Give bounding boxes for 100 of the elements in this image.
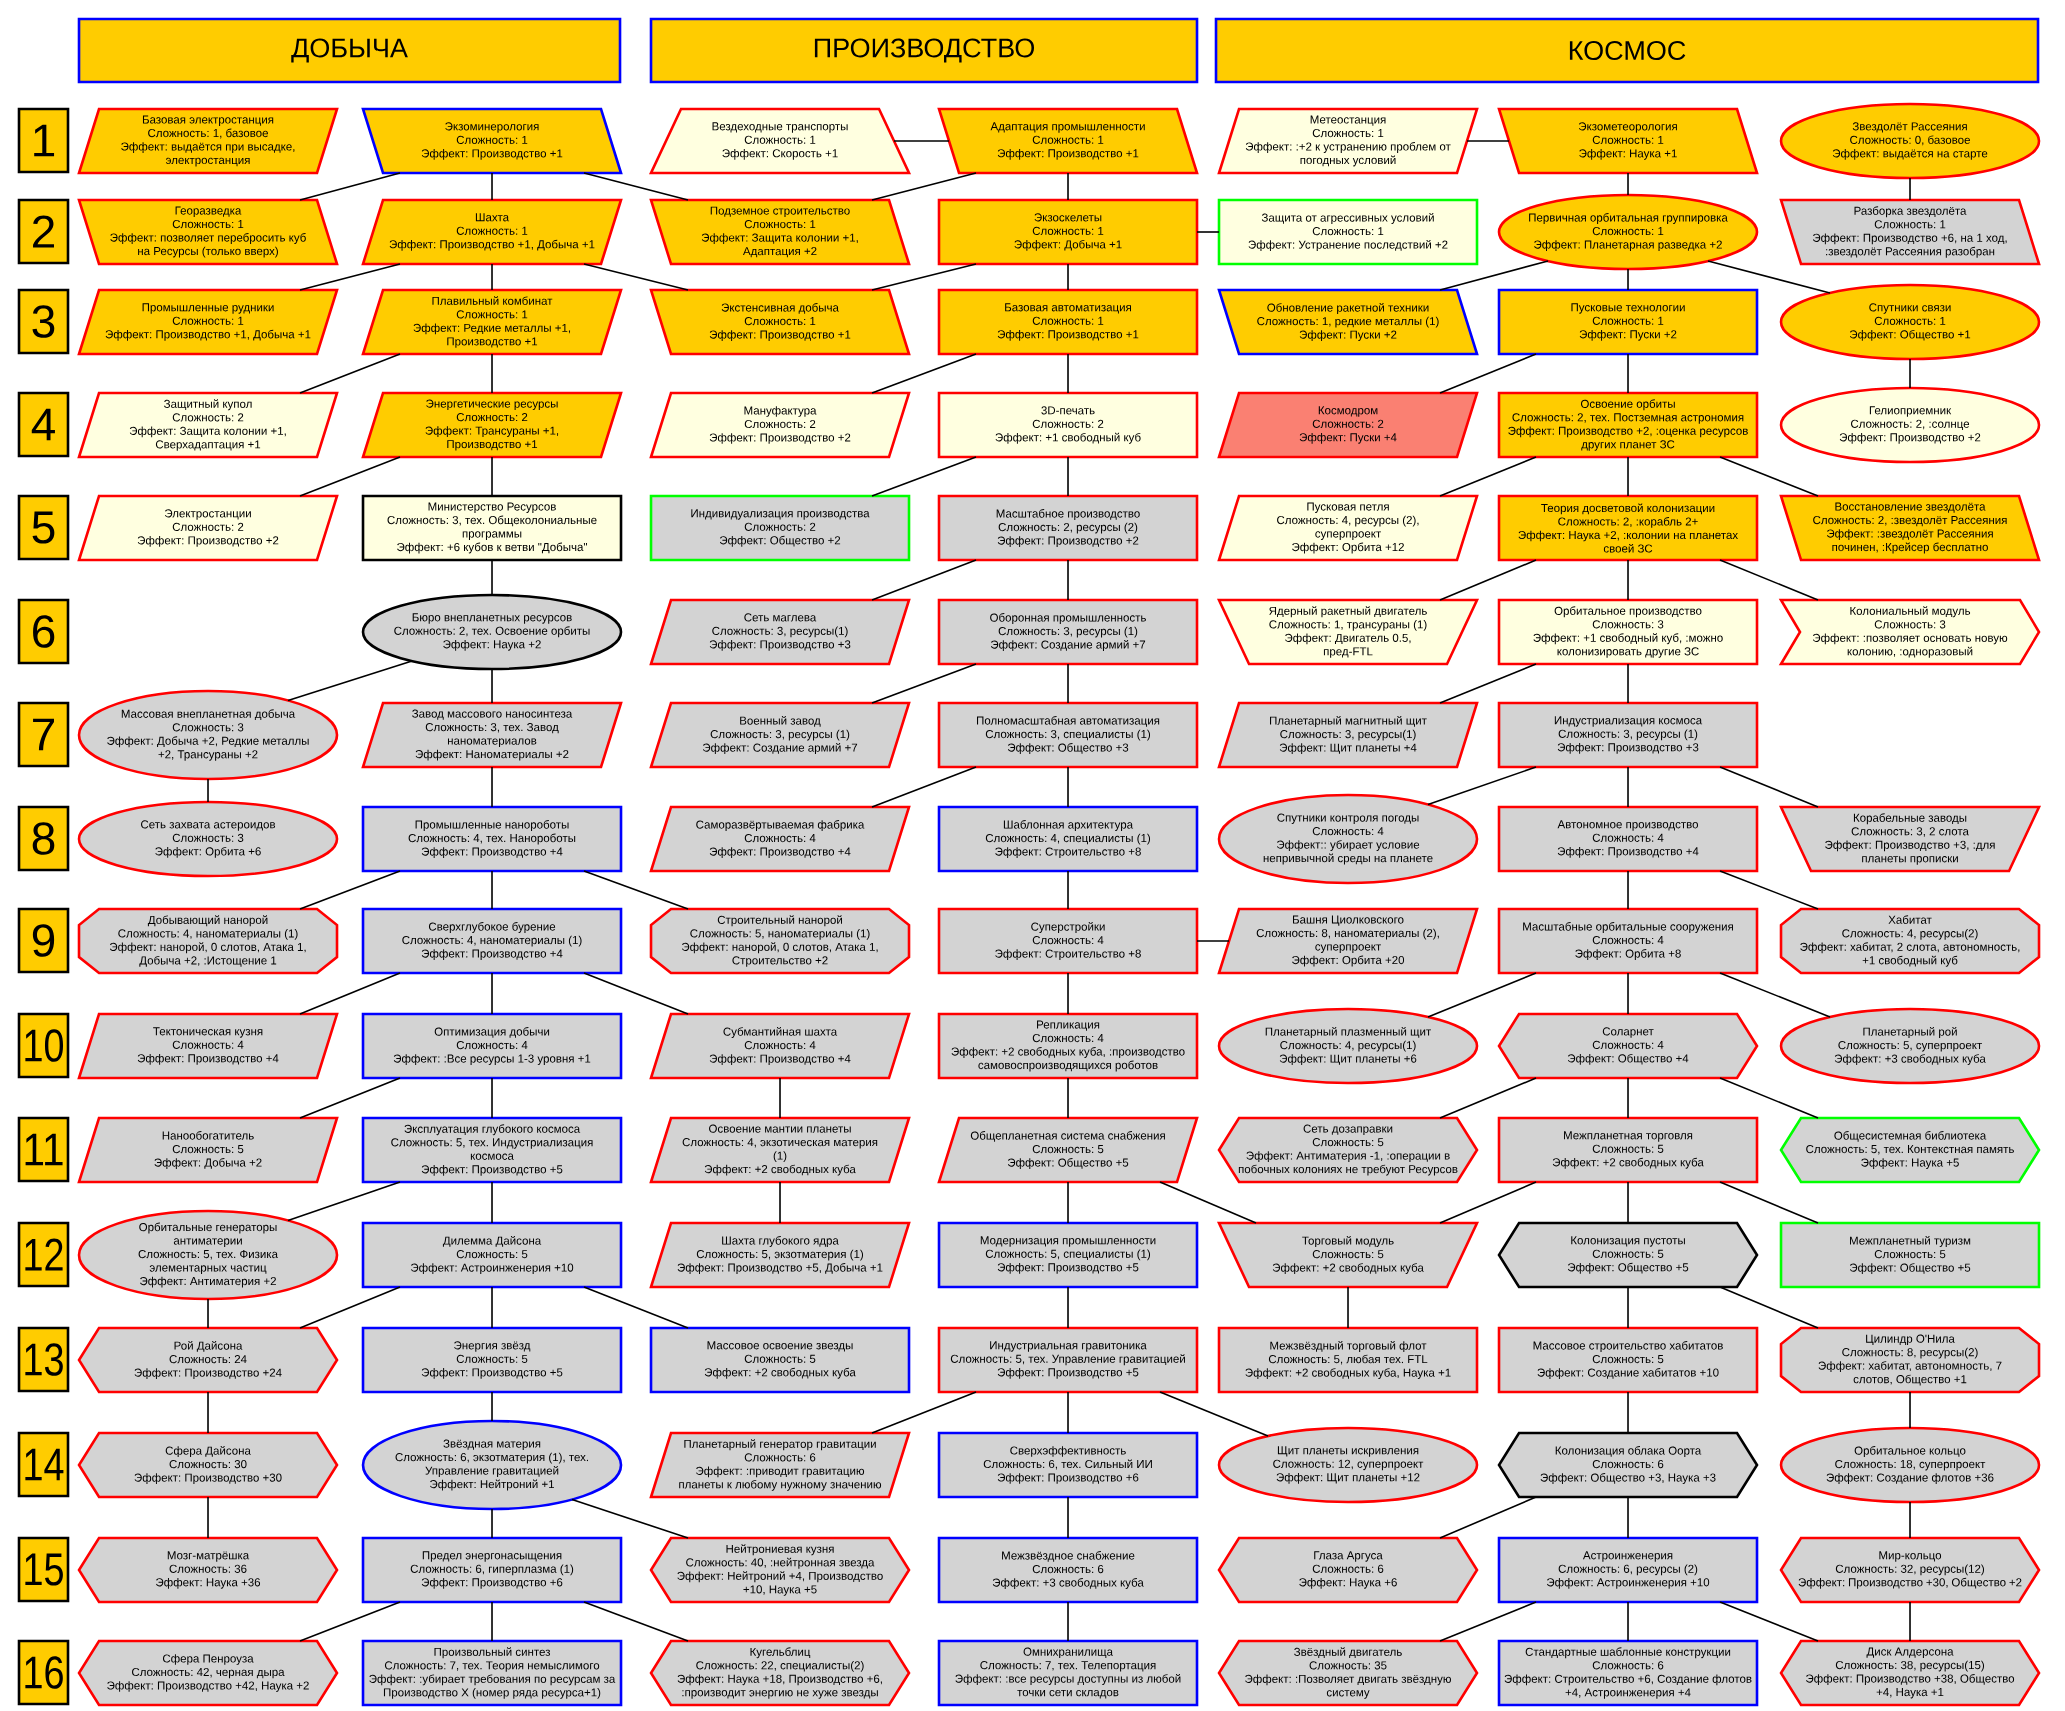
connector-line xyxy=(299,1601,401,1642)
tech-box: Межзвёздный торговый флот Сложность: 5, любая тех. FTL Эффект: +2 свободных куба, Наука +1 xyxy=(1217,1326,1479,1394)
tech-parallelogram: Экстенсивная добыча Сложность: 1 Эффект: Производство +1 xyxy=(649,288,911,356)
connector-line xyxy=(491,1601,493,1642)
connector-line xyxy=(491,870,493,910)
connector-line xyxy=(1719,456,1819,497)
connector-line xyxy=(1719,972,1831,1018)
row-number-box: 16 xyxy=(17,1639,70,1706)
tech-parallelogram: Нанообогатитель Сложность: 5 Эффект: Добыча +2 xyxy=(77,1116,339,1184)
tech-hexagon: Общесистемная библиотека Сложность: 5, тех. Контекстная память Эффект: Наука +5 xyxy=(1779,1116,2041,1184)
connector-line xyxy=(1159,1181,1257,1224)
connector-line xyxy=(1067,663,1069,704)
connector-line xyxy=(1719,870,1819,910)
connector-line xyxy=(491,1077,493,1119)
connector-line xyxy=(871,559,977,601)
tech-box: 3D-печать Сложность: 2 Эффект: +1 свободный куб xyxy=(937,391,1199,459)
connector-line xyxy=(1627,353,1629,394)
connector-line xyxy=(1719,1181,1819,1224)
tech-box: Омнихранилища Сложность: 7, тех. Телепортация Эффект: :все ресурсы доступны из любой точки сети складов xyxy=(937,1639,1199,1707)
row-number-box: 6 xyxy=(17,598,70,665)
connector-line xyxy=(1627,172,1629,196)
tech-parallelogram: Саморазвёртываемая фабрика Сложность: 4 Эффект: Производство +4 xyxy=(649,805,911,873)
connector-line xyxy=(1439,1181,1537,1224)
row-number-box: 2 xyxy=(17,198,70,265)
connector-line xyxy=(1067,456,1069,497)
tech-box: Оборонная промышленность Сложность: 3, ресурсы (1) Эффект: Создание армий +7 xyxy=(937,598,1199,666)
tech-box: Индивидуализация производства Сложность: 2 Эффект: Общество +2 xyxy=(649,494,911,562)
tech-parallelogram: Георазведка Сложность: 1 Эффект: позволяет перебросить куб на Ресурсы (только вверх) xyxy=(77,198,339,266)
column-header: ПРОИЗВОДСТВО xyxy=(649,17,1199,84)
tech-box: Масштабное производство Сложность: 2, ресурсы (2) Эффект: Производство +2 xyxy=(937,494,1199,562)
connector-line xyxy=(571,1498,689,1539)
tech-parallelogram: Энергетические ресурсы Сложность: 2 Эффект: Трансураны +1, Производство +1 xyxy=(361,391,623,459)
tech-parallelogram: Обновление ракетной техники Сложность: 1, редкие металлы (1) Эффект: Пуски +2 xyxy=(1217,288,1479,356)
tech-hexagon: Нейтрониевая кузня Сложность: 40, :нейтронная звезда Эффект: Нейтроний +4, Производство +10, Наука +5 xyxy=(649,1536,911,1604)
connector-line xyxy=(1439,456,1537,497)
column-header: КОСМОС xyxy=(1214,17,2040,84)
connector-line xyxy=(1067,172,1069,201)
connector-line xyxy=(491,172,493,201)
tech-parallelogram: Космодром Сложность: 2 Эффект: Пуски +4 xyxy=(1217,391,1479,459)
tech-hexagon: Глаза Аргуса Сложность: 6 Эффект: Наука +6 xyxy=(1217,1536,1479,1604)
connector-line xyxy=(1719,1601,1819,1642)
tech-box: Индустриальная гравитоника Сложность: 5, тех. Управление гравитацией Эффект: Производство +5 xyxy=(937,1326,1199,1394)
tech-box: Астроинженерия Сложность: 6, ресурсы (2) Эффект: Астроинженерия +10 xyxy=(1497,1536,1759,1604)
connector-line xyxy=(583,972,689,1015)
connector-line xyxy=(287,1181,401,1222)
connector-line xyxy=(299,353,401,394)
tech-hexagon: Колонизация пустоты Сложность: 5 Эффект: Общество +5 xyxy=(1497,1221,1759,1289)
connector-line xyxy=(1627,663,1629,704)
tech-box: Освоение орбиты Сложность: 2, тех. Постземная астрономия Эффект: Производство +2, :оценка ресурсов других планет ЗС xyxy=(1497,391,1759,459)
tech-box: Межзвёздное снабжение Сложность: 6 Эффект: +3 свободных куба xyxy=(937,1536,1199,1604)
connector-line xyxy=(1627,1181,1629,1224)
connector-line xyxy=(1909,1501,1911,1539)
row-number-box: 15 xyxy=(17,1536,70,1603)
tech-parallelogram: Общепланетная система снабжения Сложность: 5 Эффект: Общество +5 xyxy=(937,1116,1199,1184)
tech-parallelogram: Разборка звездолёта Сложность: 1 Эффект: Производство +6, на 1 ход, :звездолёт Рассеяния разобран xyxy=(1779,198,2041,266)
tech-parallelogram: Электростанции Сложность: 2 Эффект: Производство +2 xyxy=(77,494,339,562)
connector-line xyxy=(1909,1601,1911,1642)
row-number-box: 12 xyxy=(17,1221,70,1288)
tech-box: Предел энергонасыщения Сложность: 6, гиперплазма (1) Эффект: Производство +6 xyxy=(361,1536,623,1604)
tech-parallelogram: Пусковая петля Сложность: 4, ресурсы (2), суперпроект Эффект: Орбита +12 xyxy=(1217,494,1479,562)
connector-line xyxy=(871,1391,977,1434)
tech-parallelogram: Защитный купол Сложность: 2 Эффект: Защита колонии +1, Сверхадаптация +1 xyxy=(77,391,339,459)
tech-box: Стандартные шаблонные конструкции Сложность: 6 Эффект: Строительство +6, Создание флотов +4, Астроинженерия +4 xyxy=(1497,1639,1759,1707)
tech-parallelogram: Промышленные рудники Сложность: 1 Эффект: Производство +1, Добыча +1 xyxy=(77,288,339,356)
tech-box: Суперстройки Сложность: 4 Эффект: Строительство +8 xyxy=(937,907,1199,975)
tech-box: Теория досветовой колонизации Сложность: 2, :корабль 2+ Эффект: Наука +2, :колонии на планетах своей ЗС xyxy=(1497,494,1759,562)
tech-box: Сверхэффективность Сложность: 6, тех. Сильный ИИ Эффект: Производство +6 xyxy=(937,1431,1199,1499)
connector-line xyxy=(583,263,689,291)
tech-parallelogram: Подземное строительство Сложность: 1 Эффект: Защита колонии +1, Адаптация +2 xyxy=(649,198,911,266)
connector-line xyxy=(299,172,401,201)
tech-hexagon: Сфера Дайсона Сложность: 30 Эффект: Производство +30 xyxy=(77,1431,339,1499)
connector-line xyxy=(1719,559,1819,601)
tech-box: Массовое освоение звезды Сложность: 5 Эффект: +2 свободных куба xyxy=(649,1326,911,1394)
connector-line xyxy=(1067,1077,1069,1119)
tech-hexagon: Сеть дозаправки Сложность: 5 Эффект: Антиматерия -1, :операции в побочных колониях не требуют Ресурсов xyxy=(1217,1116,1479,1184)
connector-line xyxy=(491,972,493,1015)
connector-line xyxy=(491,1391,493,1422)
connector-line xyxy=(1067,1391,1069,1434)
tech-parallelogram: Завод массового наносинтеза Сложность: 3, тех. Завод наноматериалов Эффект: Наноматериалы +2 xyxy=(361,701,623,769)
tech-parallelogram: Сеть маглева Сложность: 3, ресурсы(1) Эффект: Производство +3 xyxy=(649,598,911,666)
tech-box: Дилемма Дайсона Сложность: 5 Эффект: Астроинженерия +10 xyxy=(361,1221,623,1289)
tech-parallelogram: Планетарный магнитный щит Сложность: 3, ресурсы(1) Эффект: Щит планеты +4 xyxy=(1217,701,1479,769)
connector-line xyxy=(1067,972,1069,1015)
tech-parallelogram: Шахта глубокого ядра Сложность: 5, экзотматерия (1) Эффект: Производство +5, Добыча +1 xyxy=(649,1221,911,1289)
tech-box: Масштабные орбитальные сооружения Сложность: 4 Эффект: Орбита +8 xyxy=(1497,907,1759,975)
connector-line xyxy=(1439,1077,1537,1119)
tech-box: Полномасштабная автоматизация Сложность: 3, специалисты (1) Эффект: Общество +3 xyxy=(937,701,1199,769)
connector-line xyxy=(1439,663,1537,704)
row-number-box: 3 xyxy=(17,288,70,355)
connector-line xyxy=(1067,353,1069,394)
connector-line xyxy=(207,1391,209,1434)
connector-line xyxy=(1196,231,1220,233)
connector-line xyxy=(1347,1286,1349,1329)
tech-box: Сверхглубокое бурение Сложность: 4, наноматериалы (1) Эффект: Производство +4 xyxy=(361,907,623,975)
tech-hexagon: Сфера Пенроуза Сложность: 42, черная дыра Эффект: Производство +42, Наука +2 xyxy=(77,1639,339,1707)
connector-line xyxy=(1909,177,1911,201)
connector-line xyxy=(871,456,977,497)
tech-hexagon: Кугельблиц Сложность: 22, специалисты(2) Эффект: Наука +18, Производство +6, :производит энергию не хуже звезды xyxy=(649,1639,911,1707)
row-number-box: 8 xyxy=(17,805,70,872)
tech-octagon: Строительный нанорой Сложность: 5, наноматериалы (1) Эффект: нанорой, 0 слотов, Атака 1, Строительство +2 xyxy=(649,907,911,975)
